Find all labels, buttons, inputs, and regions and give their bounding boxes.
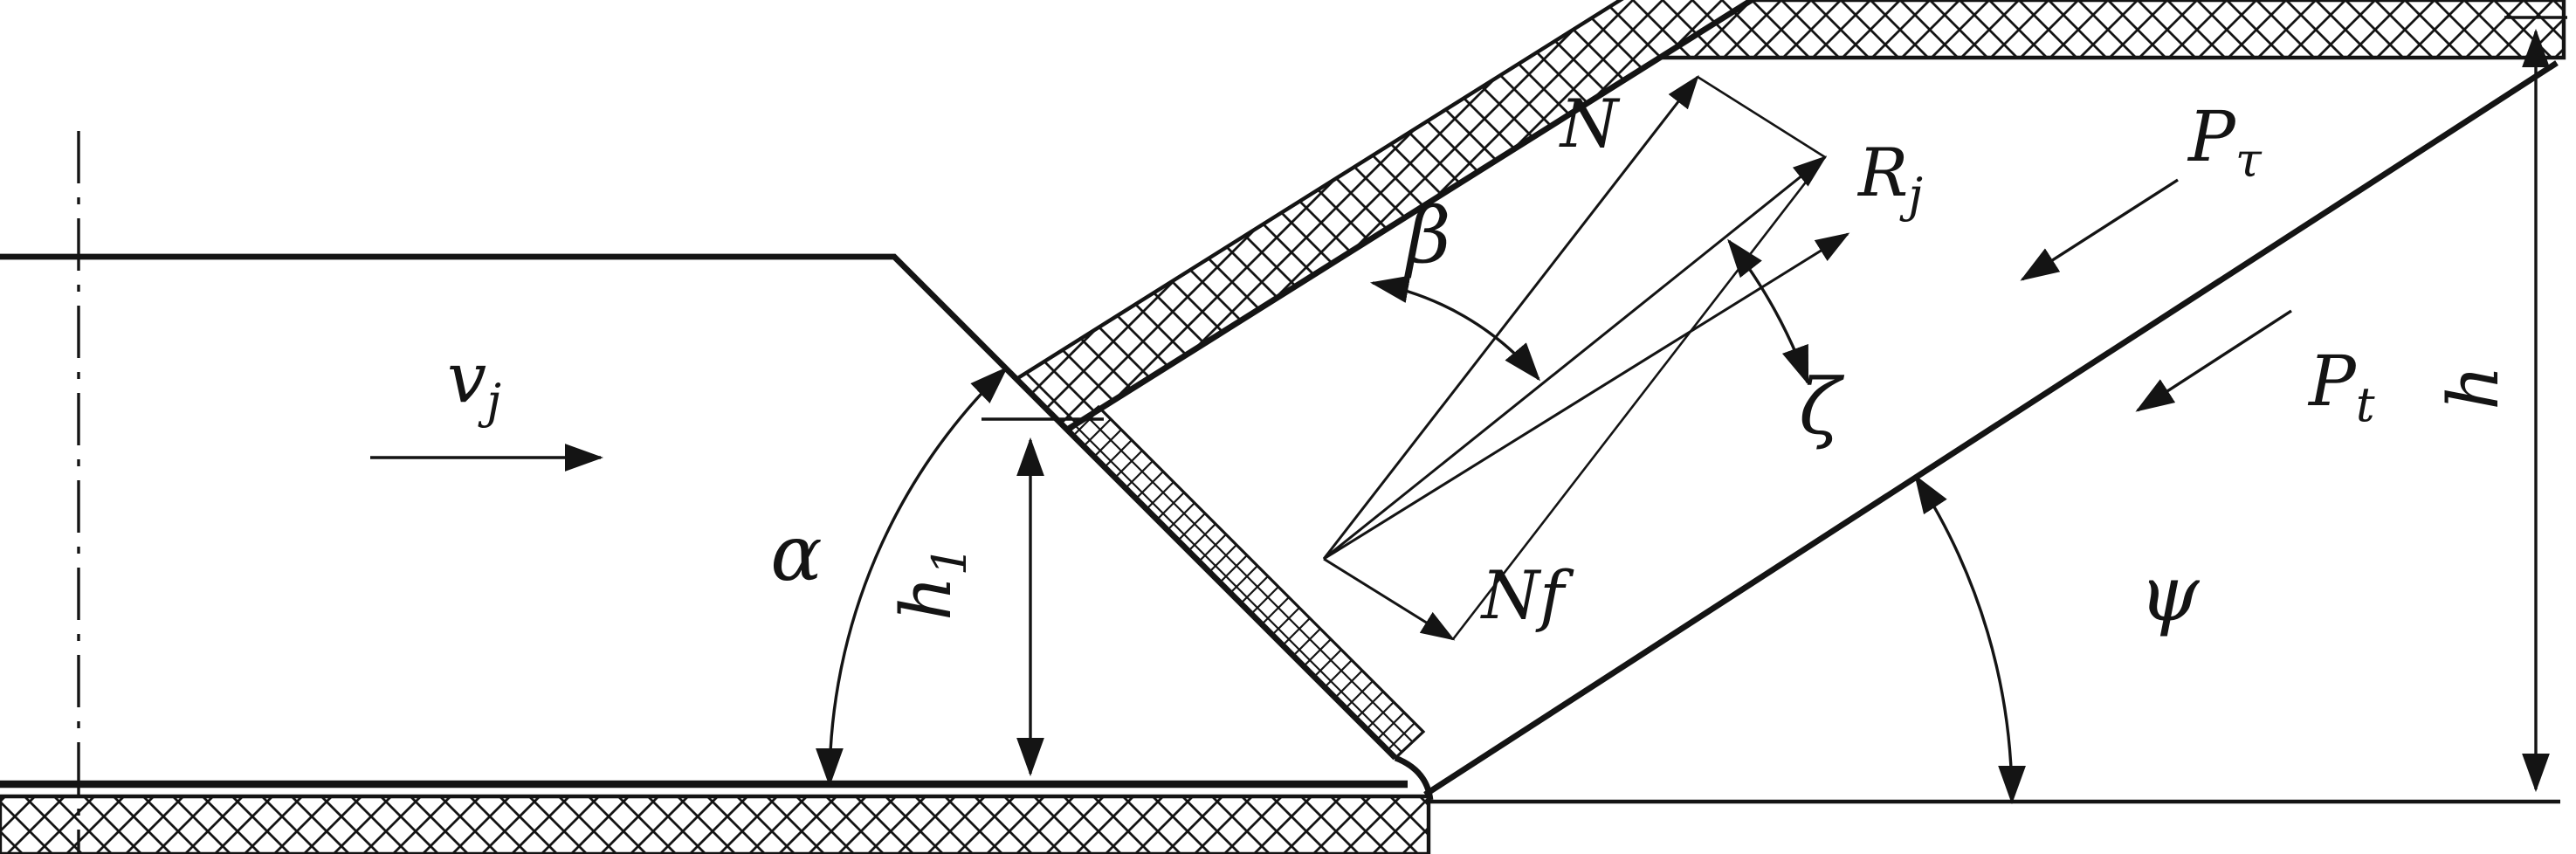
label-Nf: Nf xyxy=(1480,556,1575,634)
angle-arc-alpha xyxy=(816,366,1009,788)
label-h: h xyxy=(2433,365,2514,410)
label-Rj: Rj xyxy=(1856,134,1923,223)
nozzle-top-wall xyxy=(0,253,1398,761)
label-p-tau-main: P xyxy=(2187,96,2236,177)
blade-face-line xyxy=(1423,60,2559,797)
label-p-t-main: P xyxy=(2307,341,2357,422)
label-velocity-main: v xyxy=(447,337,486,418)
label-velocity: vj xyxy=(447,337,501,429)
angle-arc-beta xyxy=(1369,275,1540,382)
angle-arc-zeta xyxy=(1727,238,1809,385)
label-p-tau-sub: τ xyxy=(2235,133,2263,188)
vector-Rj xyxy=(1323,155,1828,561)
label-zeta: ζ xyxy=(1799,362,1845,451)
blade-back-line xyxy=(1065,0,1753,432)
dimension-h1 xyxy=(981,417,1104,777)
surface-hatch-top-right xyxy=(1652,0,2566,60)
label-h1-main: h xyxy=(885,575,967,621)
force-parallelogram-sides xyxy=(1451,75,1827,640)
label-Rj-main: R xyxy=(1856,134,1908,211)
arrow-p-t xyxy=(2135,309,2292,412)
force-vector-fan xyxy=(1322,74,1850,641)
dimension-h xyxy=(2504,16,2567,793)
vector-Nf xyxy=(1323,557,1456,641)
blade-back-hatch-band xyxy=(1013,0,1755,432)
label-h1: h1 xyxy=(885,546,977,621)
angle-arc-psi xyxy=(1914,474,2026,805)
arrow-p-tau xyxy=(2020,178,2179,281)
label-p-t-sub: t xyxy=(2356,377,2375,432)
vector-face-direction xyxy=(1323,232,1850,561)
label-h1-sub: 1 xyxy=(922,546,977,575)
blade-edge-hatch-strip xyxy=(1066,404,1426,761)
label-beta: β xyxy=(1404,190,1451,280)
label-p-tau: Pτ xyxy=(2187,96,2263,188)
label-p-t: Pt xyxy=(2307,341,2375,432)
ground-hatch-bottom xyxy=(0,794,1431,854)
label-psi: ψ xyxy=(2139,548,2200,638)
label-alpha: α xyxy=(770,508,822,598)
label-N: N xyxy=(1559,85,1621,162)
